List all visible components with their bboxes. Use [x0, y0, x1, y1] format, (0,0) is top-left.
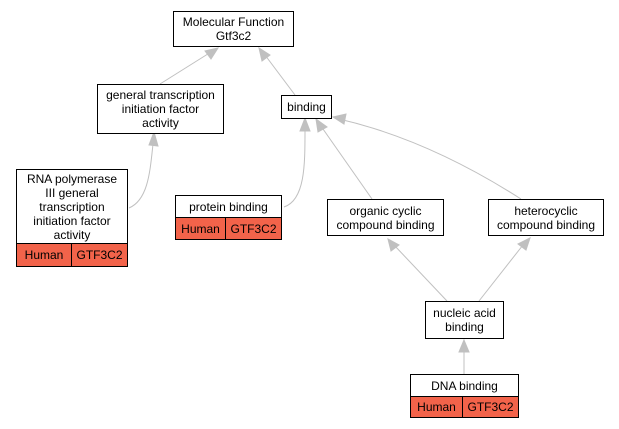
edge-organic-cyclic-to-binding — [322, 128, 373, 200]
annotation-species: Human — [176, 218, 226, 239]
edge-rna-pol3-to-general-transcription — [128, 143, 154, 209]
arrowhead-binding-molecular-function — [258, 46, 271, 62]
node-organic-cyclic-compound-binding[interactable]: organic cyclic compound binding — [327, 199, 444, 236]
annotation-gene: GTF3C2 — [230, 221, 277, 236]
node-nucleic-acid-binding[interactable]: nucleic acid binding — [425, 301, 504, 339]
edge-binding-to-molecular-function — [264, 54, 296, 96]
annotation-gene: GTF3C2 — [467, 400, 514, 414]
arrowhead-organic-cyclic — [315, 117, 328, 133]
node-molecular-function[interactable]: Molecular Function Gtf3c2 — [173, 11, 294, 47]
annotation-species: Human — [411, 397, 463, 417]
arrowhead-nucleic-acid-heterocyclic — [517, 237, 531, 251]
node-binding[interactable]: binding — [281, 95, 332, 119]
annotation-dna-binding: Human GTF3C2 — [410, 396, 519, 418]
annotation-protein-binding: Human GTF3C2 — [175, 217, 282, 240]
edge-heterocyclic-to-binding — [338, 118, 522, 200]
edge-protein-binding-to-binding — [283, 129, 306, 208]
arrowhead-general-transcription — [204, 47, 220, 60]
edge-general-transcription-to-molecular-function — [159, 51, 212, 85]
annotation-species: Human — [17, 244, 72, 266]
arrowhead-rna-pol3 — [148, 130, 159, 147]
node-rna-polymerase-iii-general-transcription-initiation-factor-activity[interactable]: RNA polymerase III general transcription… — [16, 169, 128, 244]
arrowhead-nucleic-acid-organic — [387, 238, 400, 252]
annotation-gene: GTF3C2 — [76, 248, 123, 262]
arrowhead-dna-binding — [458, 338, 470, 353]
node-heterocyclic-compound-binding[interactable]: heterocyclic compound binding — [488, 199, 604, 236]
node-protein-binding[interactable]: protein binding — [175, 195, 282, 218]
node-dna-binding[interactable]: DNA binding — [410, 374, 519, 397]
edge-nucleic-acid-to-heterocyclic — [478, 244, 524, 302]
arrowhead-protein-binding — [299, 116, 311, 132]
arrowhead-heterocyclic — [331, 113, 347, 125]
node-general-transcription-initiation-factor-activity[interactable]: general transcription initiation factor … — [97, 84, 224, 134]
edge-nucleic-acid-to-organic-cyclic — [393, 244, 448, 302]
annotation-rna-pol3: Human GTF3C2 — [16, 243, 128, 267]
